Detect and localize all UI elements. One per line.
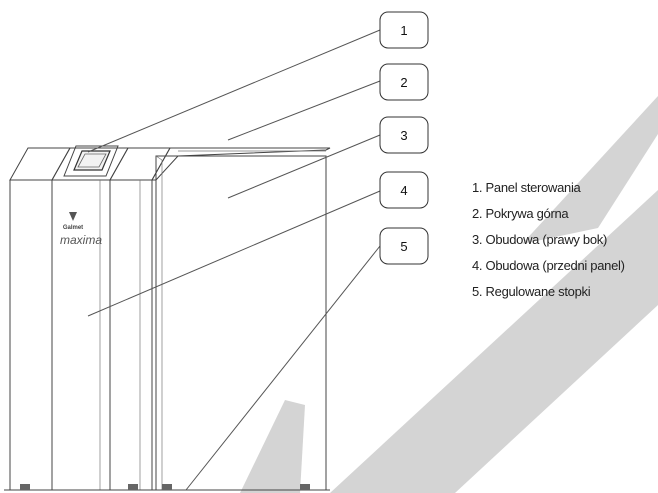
brand-logo-text: Galmet <box>63 225 83 231</box>
leader-3 <box>227 134 381 199</box>
svg-text:4: 4 <box>400 183 407 198</box>
svg-text:3: 3 <box>400 128 407 143</box>
legend-item-adjustable-feet: 5. Regulowane stopki <box>472 284 591 299</box>
control-panel-screen <box>73 150 111 171</box>
leader-2 <box>227 80 381 141</box>
watermark-stripe-left <box>240 400 305 493</box>
callout-5: 5 <box>379 227 429 265</box>
adjustable-feet <box>20 484 310 490</box>
legend-item-top-cover: 2. Pokrywa górna <box>472 206 569 221</box>
brand-logo-icon <box>69 212 77 221</box>
top-cover <box>151 147 331 181</box>
svg-text:5: 5 <box>400 239 407 254</box>
legend-item-right-side: 3. Obudowa (prawy bok) <box>472 232 608 247</box>
leader-4 <box>87 190 381 317</box>
leader-lines <box>87 29 381 491</box>
callout-2: 2 <box>379 63 429 101</box>
watermark-stripe-upper <box>522 96 658 244</box>
watermark <box>240 96 658 493</box>
svg-text:2: 2 <box>400 75 407 90</box>
callout-3: 3 <box>379 116 429 154</box>
boiler-unit: Galmet maxima <box>4 145 331 491</box>
legend-item-control-panel: 1. Panel sterowania <box>472 180 581 195</box>
leader-1 <box>87 29 381 153</box>
watermark-stripe-large <box>330 190 658 493</box>
callout-4: 4 <box>379 171 429 209</box>
parts-legend: 1. Panel sterowania 2. Pokrywa górna 3. … <box>472 178 658 308</box>
leader-5 <box>185 245 381 491</box>
brand-model-text: maxima <box>60 233 102 247</box>
control-panel <box>63 145 119 177</box>
legend-item-front-panel: 4. Obudowa (przedni panel) <box>472 258 625 273</box>
svg-text:1: 1 <box>400 23 407 38</box>
callout-1: 1 <box>379 11 429 49</box>
